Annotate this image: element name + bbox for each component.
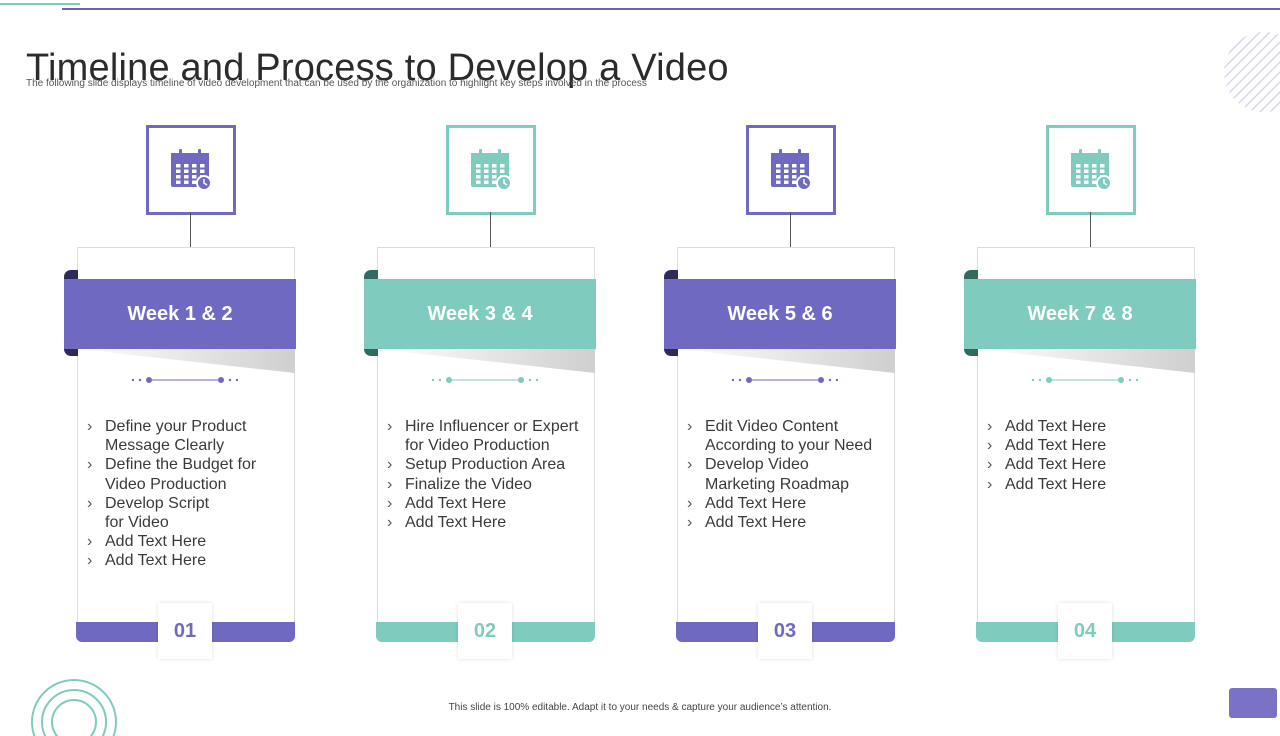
footer-note: This slide is 100% editable. Adapt it to… [448, 702, 832, 713]
top-accent-line [0, 3, 80, 5]
calendar-clock-icon [171, 149, 212, 191]
calendar-clock-icon [771, 149, 812, 191]
step-number: 04 [1073, 619, 1097, 642]
slide-title: Timeline and Process to Develop a Video [26, 47, 729, 90]
step-number: 01 [173, 619, 197, 642]
task-item: Add Text Here [387, 513, 587, 532]
step-number-badge: 02 [458, 603, 512, 659]
task-item: Add Text Here [987, 436, 1187, 455]
step-connector-line [490, 212, 491, 248]
week-banner: Week 1 & 2 [64, 279, 296, 349]
task-item: Setup Production Area [387, 455, 587, 474]
step-number-badge: 01 [158, 603, 212, 659]
dotted-divider [431, 377, 539, 383]
step-number: 03 [773, 619, 797, 642]
task-item: Video Production [105, 475, 227, 493]
task-item: for Video [105, 514, 169, 532]
step-icon-frame [1046, 125, 1136, 215]
task-item: Add Text Here [687, 494, 887, 513]
step-connector-line [190, 212, 191, 248]
dotted-divider [131, 377, 239, 383]
step-connector-line [790, 212, 791, 248]
week-label: Week 3 & 4 [427, 302, 533, 325]
task-item: Add Text Here [987, 417, 1187, 436]
step-icon-frame [146, 125, 236, 215]
step-connector-line [1090, 212, 1091, 248]
task-item: Message Clearly [105, 437, 225, 455]
task-item: According to your Need [705, 437, 873, 455]
task-item: Add Text Here [87, 551, 287, 570]
step-number: 02 [473, 619, 497, 642]
task-item: Define your Product [87, 417, 287, 436]
calendar-clock-icon [471, 149, 512, 191]
task-item: Edit Video Content [687, 417, 887, 436]
step-task-list: Add Text HereAdd Text HereAdd Text HereA… [987, 417, 1187, 494]
dotted-divider [731, 377, 839, 383]
week-label: Week 5 & 6 [727, 302, 833, 325]
task-item: Develop Script [87, 494, 287, 513]
task-item: Add Text Here [387, 494, 587, 513]
week-label: Week 7 & 8 [1027, 302, 1133, 325]
step-icon-frame [446, 125, 536, 215]
week-banner: Week 3 & 4 [364, 279, 596, 349]
step-icon-frame [746, 125, 836, 215]
task-item: Add Text Here [987, 475, 1187, 494]
corner-accent-box [1229, 688, 1277, 718]
week-banner: Week 7 & 8 [964, 279, 1196, 349]
task-item: Add Text Here [687, 513, 887, 532]
task-item: Marketing Roadmap [705, 475, 850, 493]
week-banner: Week 5 & 6 [664, 279, 896, 349]
task-item: Hire Influencer or Expert [387, 417, 587, 436]
task-item: Develop Video [687, 455, 887, 474]
striped-circle-decoration [1224, 32, 1280, 112]
top-border-line [62, 8, 1280, 10]
task-item: Add Text Here [987, 455, 1187, 474]
step-number-badge: 04 [1058, 603, 1112, 659]
slide-subtitle: The following slide displays timeline of… [26, 78, 647, 89]
calendar-clock-icon [1071, 149, 1112, 191]
task-item: for Video Production [405, 437, 550, 455]
task-item: Finalize the Video [387, 475, 587, 494]
task-item: Add Text Here [87, 532, 287, 551]
task-item: Define the Budget for [87, 455, 287, 474]
step-number-badge: 03 [758, 603, 812, 659]
week-label: Week 1 & 2 [127, 302, 233, 325]
dotted-divider [1031, 377, 1139, 383]
